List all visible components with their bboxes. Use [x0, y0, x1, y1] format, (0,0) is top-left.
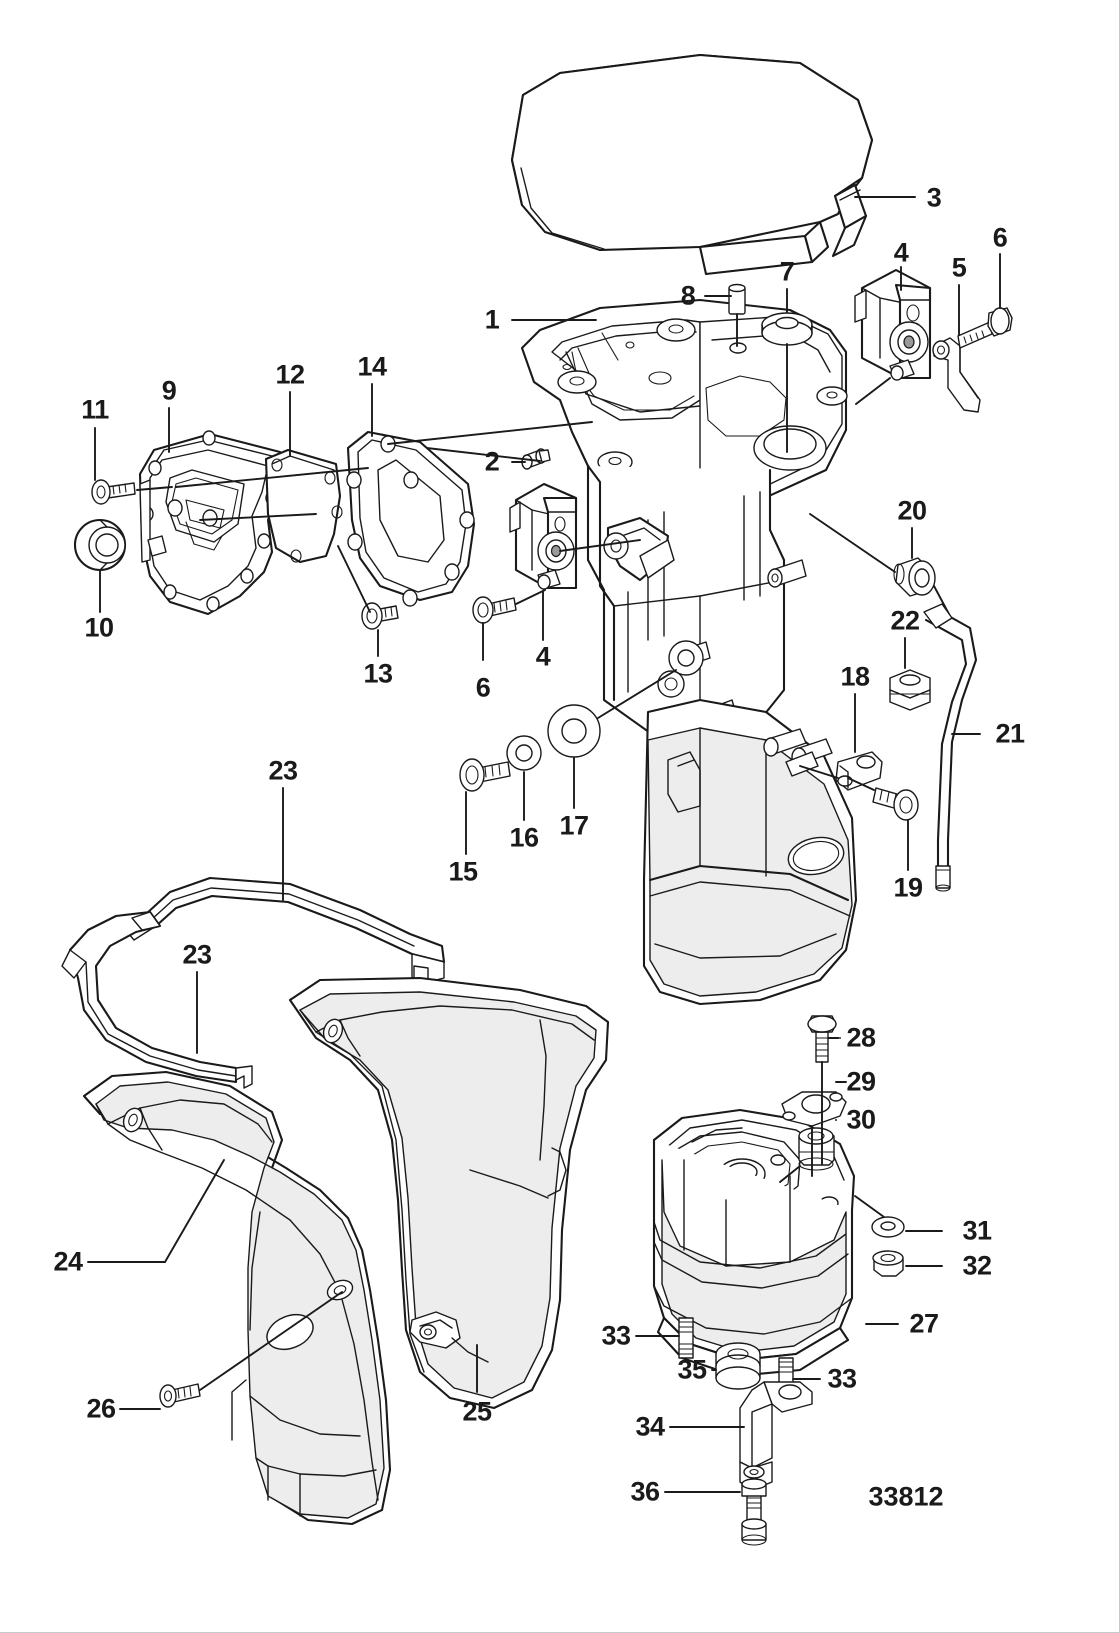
callout-15: 15 — [448, 856, 478, 887]
part-26-cowl-screw — [159, 1383, 201, 1408]
part-3-upper-cowl-seal — [510, 53, 874, 276]
callout-11: 11 — [81, 394, 109, 425]
callout-13: 13 — [363, 658, 393, 689]
callout-23-upper: 23 — [268, 755, 298, 786]
callout-33-right: 33 — [827, 1363, 857, 1394]
leader-9b — [199, 513, 317, 521]
leader-18b — [799, 765, 839, 779]
leader-19b — [847, 777, 875, 791]
callout-24: 24 — [53, 1246, 83, 1277]
part-21-water-tube — [923, 603, 978, 892]
callout-20: 20 — [897, 495, 927, 526]
leader-6-lower-b — [515, 589, 546, 605]
callout-22: 22 — [890, 605, 920, 636]
leader-17b — [597, 669, 677, 719]
leader-26b — [199, 1291, 343, 1391]
part-30-bushing — [798, 1127, 835, 1171]
part-31-washer — [871, 1216, 905, 1238]
part-24-lower-cowl-port — [82, 1070, 392, 1526]
part-23b-cowl-seal-lower — [61, 910, 253, 1089]
part-23a-cowl-seal-upper — [123, 876, 446, 983]
part-29-retainer-plate — [781, 1091, 847, 1127]
part-20-grommet-tube — [893, 557, 936, 597]
callout-10: 10 — [84, 612, 114, 643]
callout-31: 31 — [962, 1215, 992, 1246]
part-33a-stud-left — [678, 1317, 694, 1359]
part-13-bolt — [361, 602, 399, 630]
align-30 — [779, 1165, 801, 1183]
part-6-bolt-lower — [472, 596, 517, 624]
callout-8: 8 — [680, 280, 696, 311]
callout-21: 21 — [995, 718, 1025, 749]
callout-16: 16 — [509, 822, 539, 853]
callout-29: 29 — [846, 1066, 876, 1097]
callout-28: 28 — [846, 1022, 876, 1053]
part-9-cover-plate — [138, 430, 288, 616]
part-12-gasket-inner — [264, 448, 343, 564]
part-17-washer-large — [547, 704, 601, 758]
part-19-bolt — [872, 787, 919, 821]
part-18-shift-link-clamp — [763, 728, 883, 791]
part-4-mount-bracket-upper — [854, 268, 932, 381]
callout-32: 32 — [962, 1250, 992, 1281]
part-8-locating-pin — [728, 283, 746, 315]
callout-3: 3 — [926, 182, 942, 213]
callout-7: 7 — [779, 256, 795, 287]
callout-25: 25 — [462, 1396, 492, 1427]
leader-2b — [417, 446, 541, 462]
callout-27: 27 — [909, 1308, 939, 1339]
callout-36: 36 — [630, 1476, 660, 1507]
part-14-gasket-outer — [346, 430, 476, 607]
callout-9: 9 — [161, 375, 177, 406]
callout-19: 19 — [893, 872, 923, 903]
part-4-mount-bracket-lower — [509, 482, 578, 590]
callout-17: 17 — [559, 810, 589, 841]
callout-6-upper: 6 — [992, 222, 1008, 253]
part-5-ground-clip — [932, 337, 981, 413]
part-10-bushing — [73, 518, 127, 572]
part-16-washer-small — [506, 735, 542, 771]
part-6-bolt-upper — [957, 307, 1013, 349]
leader-31b — [854, 1195, 885, 1218]
part-35-spacer-stack — [715, 1342, 761, 1390]
leader-24b — [164, 1159, 225, 1263]
callout-30: 30 — [846, 1104, 876, 1135]
leader-20b — [809, 513, 896, 573]
part-1-upper-housing — [520, 298, 848, 747]
leader-4a2 — [855, 377, 891, 405]
part-36-bolt-nut — [741, 1478, 767, 1546]
callout-1: 1 — [484, 304, 500, 335]
callout-18: 18 — [840, 661, 870, 692]
part-25-lower-cowl-starboard — [288, 976, 610, 1410]
callout-23-lower: 23 — [182, 939, 212, 970]
callout-34: 34 — [635, 1411, 665, 1442]
leader-11b — [136, 486, 173, 491]
part-32-lock-nut — [872, 1250, 904, 1277]
callout-12: 12 — [275, 359, 305, 390]
part-15-flange-bolt — [459, 758, 511, 792]
diagram-code: 33812 — [868, 1481, 944, 1512]
part-7-grommet — [761, 312, 813, 346]
part-28-bolt — [807, 1015, 837, 1063]
leader-14-to-housing — [387, 421, 593, 445]
part-11-screw — [91, 479, 136, 505]
leader-9-to-12 — [175, 467, 369, 488]
callout-2: 2 — [484, 446, 500, 477]
callout-26: 26 — [86, 1393, 116, 1424]
callout-4-upper: 4 — [893, 237, 909, 268]
callout-6-lower: 6 — [475, 672, 491, 703]
leader-4b2 — [559, 539, 641, 552]
callout-35: 35 — [677, 1354, 707, 1385]
callout-5: 5 — [951, 252, 967, 283]
callout-14: 14 — [357, 351, 387, 382]
leader-13b — [337, 545, 371, 613]
callout-4-lower: 4 — [535, 641, 551, 672]
callout-33-left: 33 — [601, 1320, 631, 1351]
part-22-grommet-square — [889, 669, 931, 711]
driveshaft-housing-lower — [642, 698, 858, 1006]
part-34-ground-strap-bracket — [739, 1381, 813, 1491]
